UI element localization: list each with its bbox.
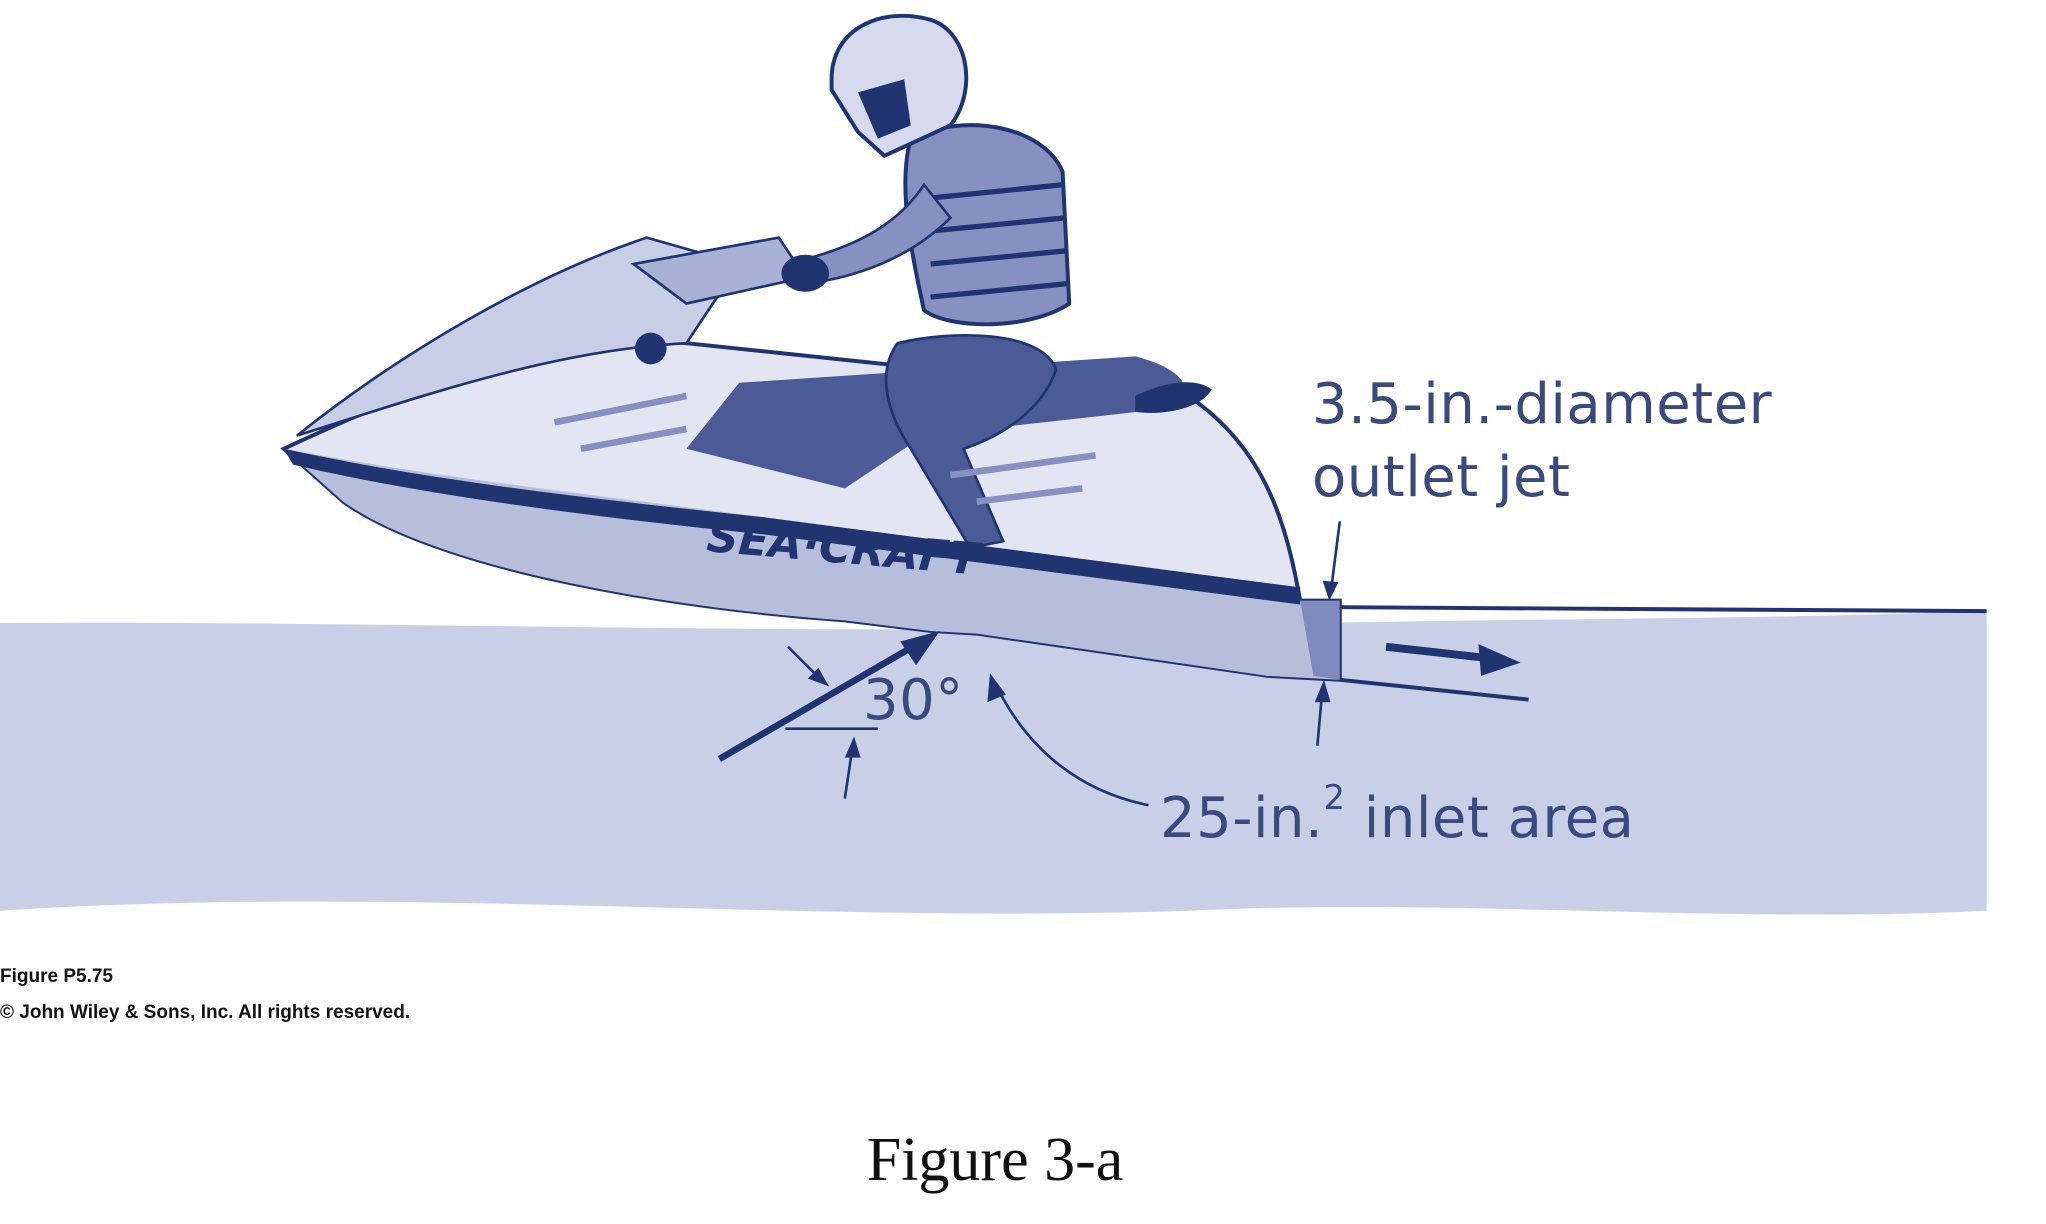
rider-leg	[884, 333, 1058, 550]
inlet-direction-arrow	[717, 637, 926, 762]
rear-fin	[1135, 382, 1212, 413]
angle-label: 30°	[863, 668, 964, 733]
gunwale-stripe	[283, 448, 1301, 605]
glove	[781, 254, 829, 292]
source-figure-label: Figure P5.75	[0, 966, 113, 987]
inlet-label: 25-in.2 inlet area	[1160, 778, 1635, 851]
outlet-label-line1: 3.5-in.-diameter	[1312, 372, 1773, 437]
outlet-label-line2: outlet jet	[1312, 445, 1571, 510]
figure-caption: Figure 3-a	[866, 1126, 1124, 1194]
copyright-notice: © John Wiley & Sons, Inc. All rights res…	[0, 1002, 411, 1023]
inlet-pointer	[995, 685, 1149, 807]
water	[0, 611, 1987, 915]
jet-stream-line	[1339, 605, 1987, 702]
